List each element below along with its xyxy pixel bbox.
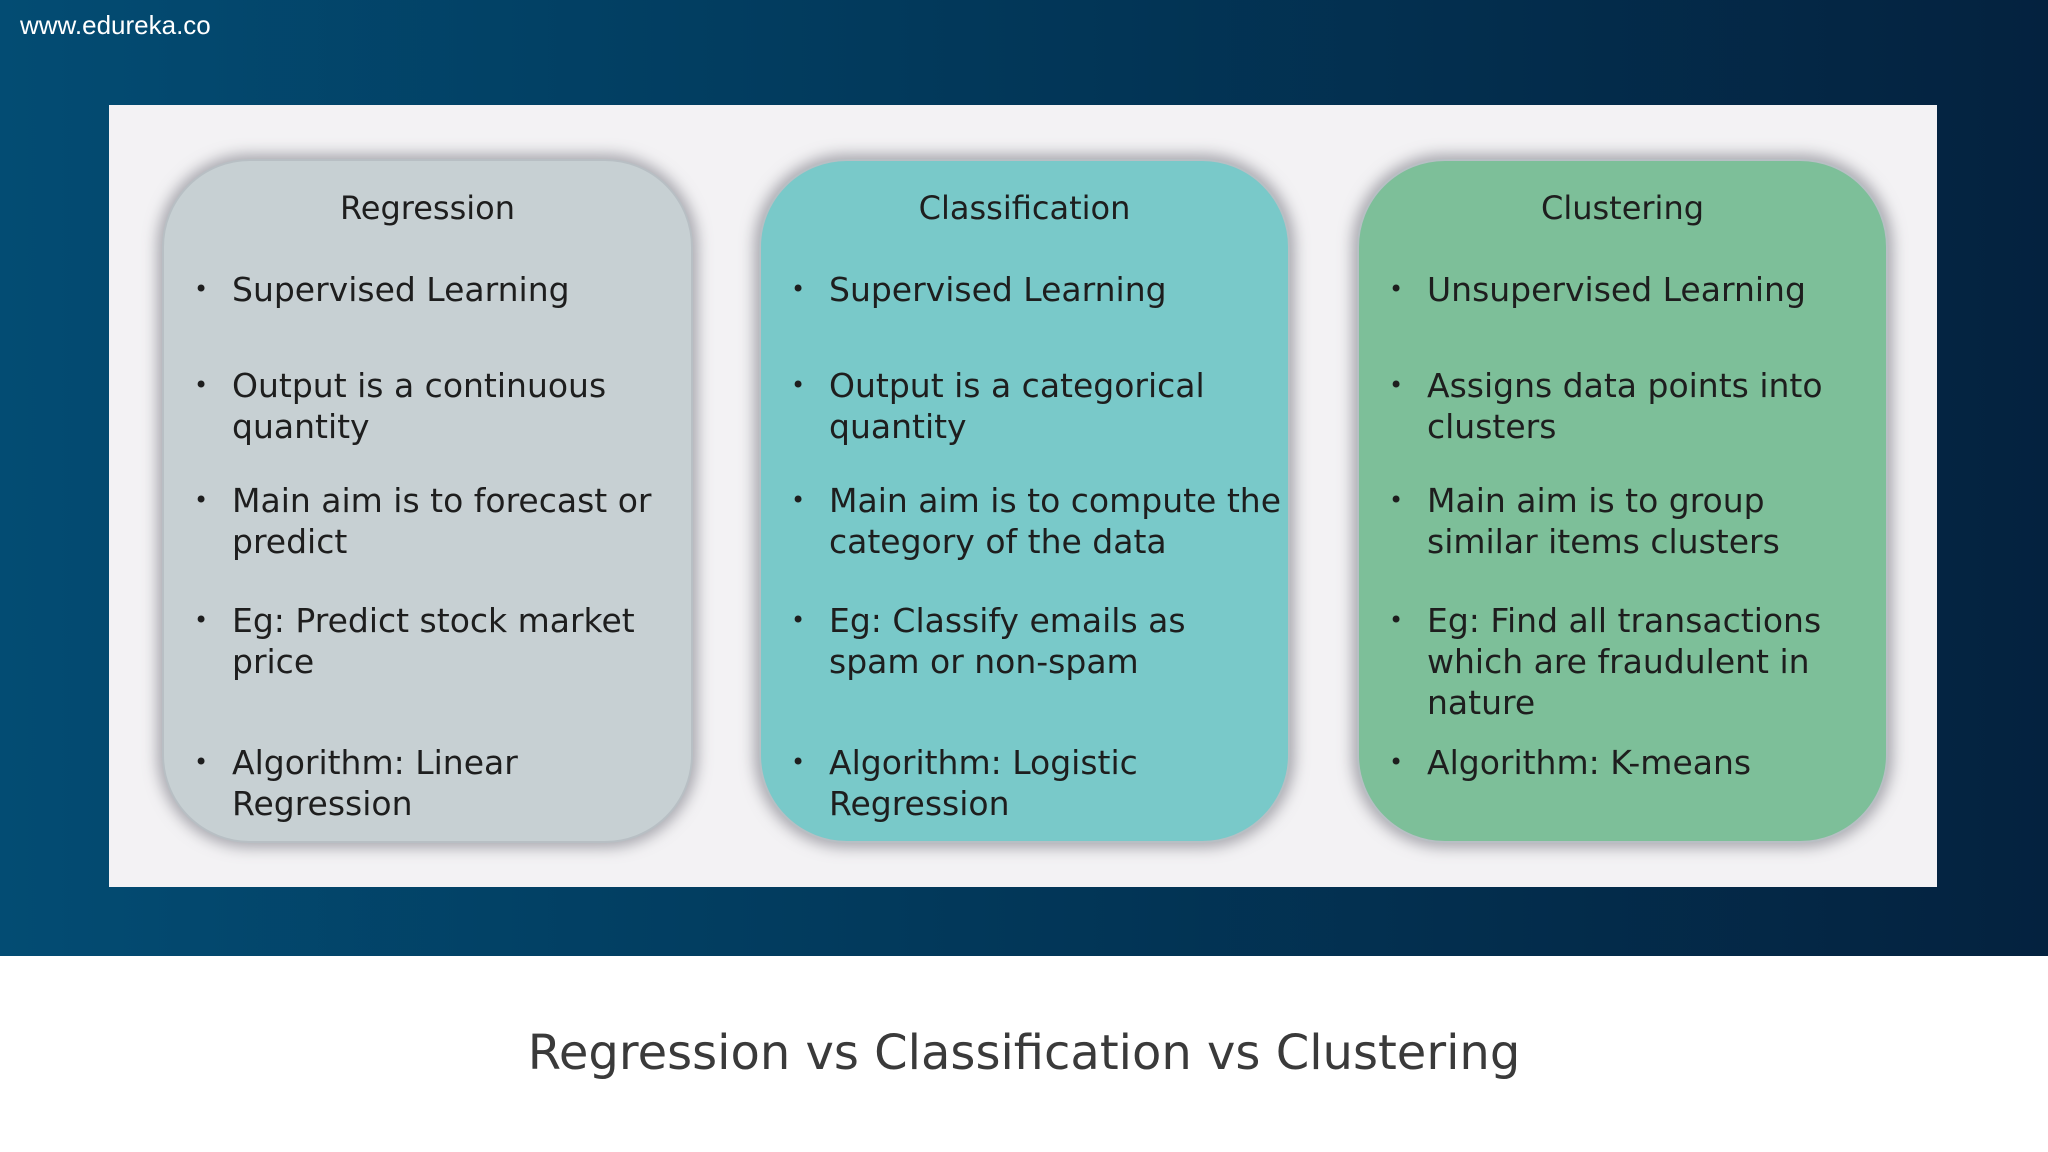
bullet-dot-icon: • [791, 606, 806, 634]
slide-background: www.edureka.co Regression • Supervised L… [0, 0, 2048, 956]
bullet-dot-icon: • [791, 486, 806, 514]
bullet-dot-icon: • [194, 371, 209, 399]
bullet-dot-icon: • [791, 275, 806, 303]
list-item: • Supervised Learning [791, 269, 1281, 310]
content-panel: Regression • Supervised Learning • Outpu… [109, 105, 1937, 887]
bullet-dot-icon: • [194, 748, 209, 776]
bullet-dot-icon: • [791, 748, 806, 776]
regression-card: Regression • Supervised Learning • Outpu… [162, 159, 693, 843]
bullet-text: Eg: Predict stock market price [232, 601, 635, 681]
bullet-dot-icon: • [1389, 748, 1404, 776]
list-item: • Unsupervised Learning [1389, 269, 1879, 310]
bullet-text: Eg: Find all transactions which are frau… [1427, 601, 1822, 722]
classification-card: Classification • Supervised Learning • O… [759, 159, 1290, 843]
list-item: • Main aim is to compute the category of… [791, 480, 1281, 562]
list-item: • Eg: Find all transactions which are fr… [1389, 600, 1879, 723]
card-title: Classification [918, 189, 1131, 227]
list-item: • Supervised Learning [194, 269, 684, 310]
bullet-text: Unsupervised Learning [1427, 270, 1806, 309]
list-item: • Output is a categorical quantity [791, 365, 1281, 447]
list-item: • Algorithm: Linear Regression [194, 742, 684, 824]
bullet-dot-icon: • [194, 486, 209, 514]
bullet-text: Algorithm: K-means [1427, 743, 1752, 782]
bullet-text: Main aim is to group similar items clust… [1427, 481, 1780, 561]
list-item: • Eg: Classify emails as spam or non-spa… [791, 600, 1281, 682]
list-item: • Eg: Predict stock market price [194, 600, 684, 682]
card-title: Regression [339, 189, 516, 227]
list-item: • Main aim is to forecast or predict [194, 480, 684, 562]
bullet-dot-icon: • [1389, 275, 1404, 303]
list-item: • Algorithm: Logistic Regression [791, 742, 1281, 824]
list-item: • Main aim is to group similar items clu… [1389, 480, 1879, 562]
list-item: • Assigns data points into clusters [1389, 365, 1879, 447]
bullet-text: Output is a categorical quantity [829, 366, 1205, 446]
clustering-card: Clustering • Unsupervised Learning • Ass… [1357, 159, 1888, 843]
slide-caption: Regression vs Classification vs Clusteri… [527, 1025, 1521, 1081]
list-item: • Algorithm: K-means [1389, 742, 1879, 783]
bullet-dot-icon: • [194, 275, 209, 303]
bullet-text: Assigns data points into clusters [1427, 366, 1823, 446]
bullet-text: Main aim is to compute the category of t… [829, 481, 1281, 561]
bullet-text: Eg: Classify emails as spam or non-spam [829, 601, 1186, 681]
bullet-dot-icon: • [1389, 486, 1404, 514]
bullet-dot-icon: • [1389, 371, 1404, 399]
bullet-text: Output is a continuous quantity [232, 366, 607, 446]
bullet-text: Algorithm: Logistic Regression [829, 743, 1138, 823]
bullet-text: Supervised Learning [829, 270, 1167, 309]
bullet-text: Main aim is to forecast or predict [232, 481, 652, 561]
bullet-dot-icon: • [1389, 606, 1404, 634]
list-item: • Output is a continuous quantity [194, 365, 684, 447]
bullet-dot-icon: • [194, 606, 209, 634]
bullet-text: Algorithm: Linear Regression [232, 743, 518, 823]
watermark: www.edureka.co [20, 10, 211, 40]
card-title: Clustering [1540, 189, 1705, 227]
bullet-dot-icon: • [791, 371, 806, 399]
bullet-text: Supervised Learning [232, 270, 570, 309]
